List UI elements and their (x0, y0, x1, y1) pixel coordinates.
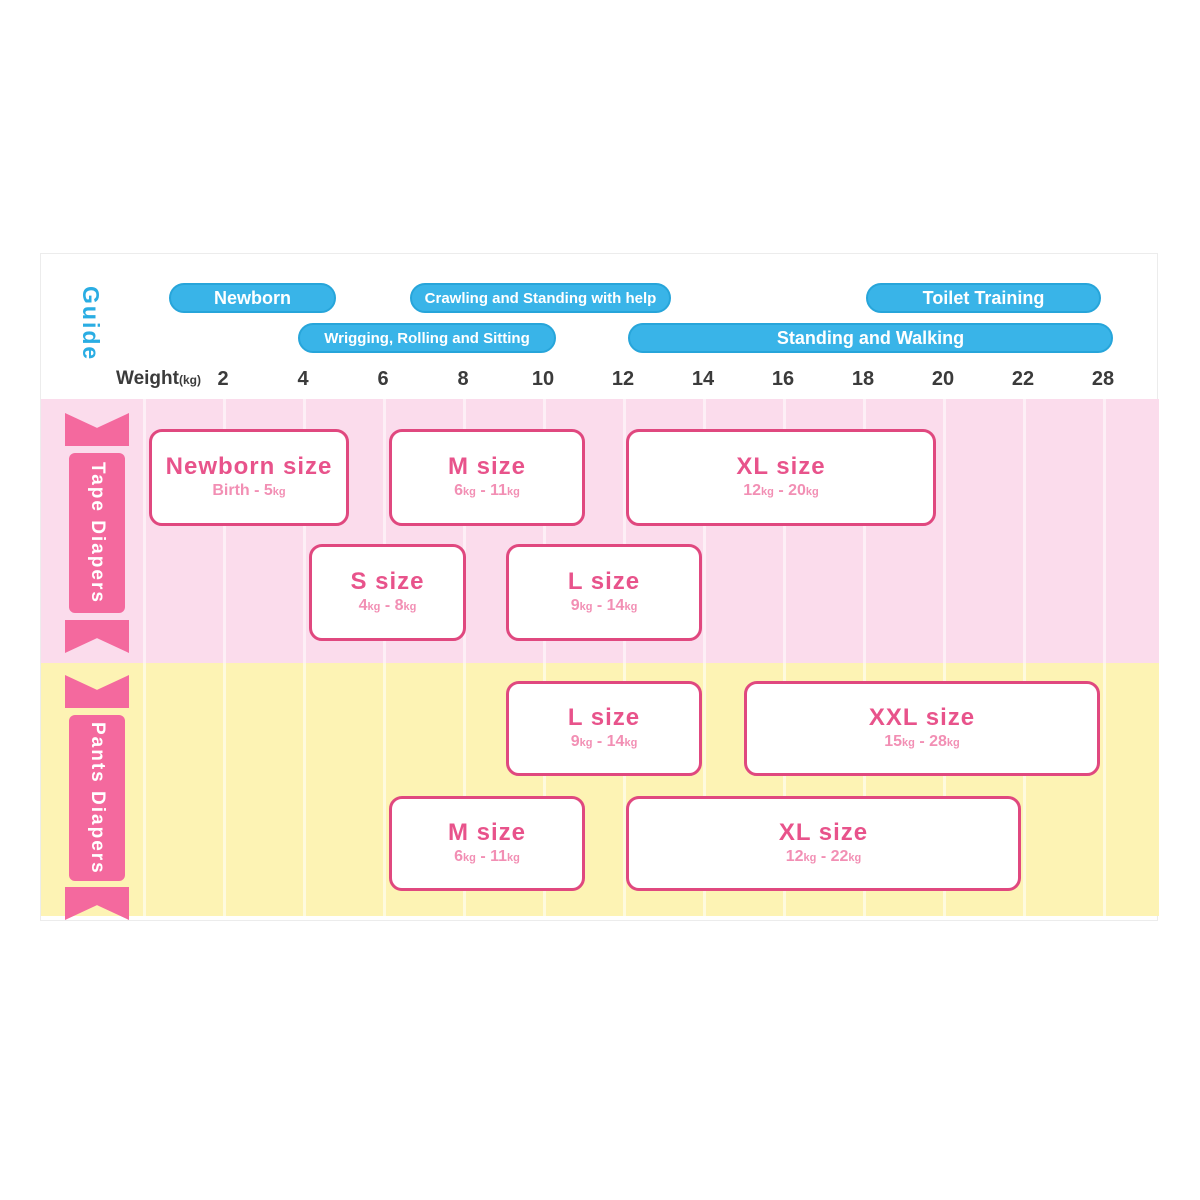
section-label-tape: Tape Diapers (87, 462, 108, 604)
size-box-range: 6kg - 11kg (454, 482, 520, 499)
axis-tick: 22 (1011, 368, 1035, 390)
weight-gridline (943, 663, 946, 916)
weight-gridline (783, 399, 786, 663)
weight-axis-title-text: Weight (116, 368, 179, 389)
size-box-title: Newborn size (165, 453, 333, 480)
size-box-title: M size (447, 819, 527, 846)
weight-gridline (223, 663, 226, 916)
stage-pill-standing-walking: Standing and Walking (628, 323, 1113, 353)
weight-gridline (303, 399, 306, 663)
size-box-title: XXL size (868, 704, 976, 731)
size-box-range: 15kg - 28kg (884, 733, 960, 750)
weight-gridline (703, 399, 706, 663)
tape-diapers-ribbon: Tape Diapers (69, 453, 125, 613)
size-box-range: 6kg - 11kg (454, 848, 520, 865)
size-box-title: L size (567, 568, 641, 595)
weight-gridline (383, 663, 386, 916)
weight-gridline (623, 663, 626, 916)
ribbon-cap-top (65, 413, 129, 446)
size-box-range: 4kg - 8kg (358, 597, 417, 614)
axis-tick: 10 (531, 368, 555, 390)
weight-gridline (863, 399, 866, 663)
axis-tick: 18 (851, 368, 875, 390)
axis-tick: 2 (217, 368, 229, 390)
weight-gridline (383, 399, 386, 663)
weight-gridline (543, 663, 546, 916)
weight-gridline (1103, 663, 1106, 916)
weight-gridline (143, 399, 146, 663)
weight-gridline (1023, 663, 1026, 916)
ribbon-cap-bottom (65, 887, 129, 920)
axis-tick: 12 (611, 368, 635, 390)
size-box-title: S size (350, 568, 425, 595)
stage-pill-wrigging: Wrigging, Rolling and Sitting (298, 323, 556, 353)
weight-gridline (1023, 399, 1026, 663)
axis-tick: 16 (771, 368, 795, 390)
weight-axis-unit: (kg) (178, 373, 201, 387)
size-box: M size 6kg - 11kg (389, 796, 585, 891)
axis-tick: 4 (297, 368, 309, 390)
weight-gridline (463, 663, 466, 916)
axis-tick: 20 (931, 368, 955, 390)
ribbon-cap-bottom (65, 620, 129, 653)
size-box: XL size 12kg - 20kg (626, 429, 936, 526)
size-box-title: XL size (778, 819, 869, 846)
weight-gridline (783, 663, 786, 916)
size-box: L size 9kg - 14kg (506, 681, 702, 776)
weight-gridline (863, 663, 866, 916)
weight-gridline (303, 663, 306, 916)
section-label-pants: Pants Diapers (87, 721, 108, 875)
size-box-title: XL size (736, 453, 826, 480)
axis-tick: 28 (1091, 368, 1115, 390)
pants-diapers-band: Pants Diapers L size 9kg - 14kg XXL size 15… (41, 663, 1159, 920)
stage-pill-newborn: Newborn (169, 283, 336, 313)
ribbon-cap-top (65, 675, 129, 708)
size-box: XXL size 15kg - 28kg (744, 681, 1100, 776)
axis-tick: 6 (377, 368, 389, 390)
axis-tick: 8 (457, 368, 469, 390)
stage-pill-crawling: Crawling and Standing with help (410, 283, 671, 313)
size-box-range: 9kg - 14kg (570, 597, 638, 614)
size-box: M size 6kg - 11kg (389, 429, 585, 526)
size-box: XL size 12kg - 22kg (626, 796, 1021, 891)
size-box-range: 12kg - 22kg (785, 848, 862, 865)
weight-axis-title: Weight(kg) (116, 364, 201, 394)
weight-gridline (943, 399, 946, 663)
size-box-range: 9kg - 14kg (570, 733, 638, 750)
stage-pill-toilet-training: Toilet Training (866, 283, 1101, 313)
weight-gridline (1103, 399, 1106, 663)
size-guide-card: Guide Newborn Crawling and Standing with… (40, 253, 1159, 921)
weight-gridline (463, 399, 466, 663)
axis-tick: 14 (691, 368, 715, 390)
weight-axis: 2 4 6 8 10 12 14 16 18 20 22 28 (41, 364, 1159, 394)
pants-diapers-ribbon: Pants Diapers (69, 715, 125, 881)
guide-vertical-label: Guide (78, 286, 104, 362)
size-box: S size 4kg - 8kg (309, 544, 466, 641)
weight-gridline (143, 663, 146, 916)
weight-gridline (543, 399, 546, 663)
size-box-title: M size (447, 453, 527, 480)
weight-gridline (703, 663, 706, 916)
weight-gridline (223, 399, 226, 663)
weight-gridline (623, 399, 626, 663)
size-box-title: L size (567, 704, 641, 731)
size-box: L size 9kg - 14kg (506, 544, 702, 641)
size-box-range: 12kg - 20kg (743, 482, 819, 499)
size-box-range: Birth - 5kg (212, 482, 286, 499)
